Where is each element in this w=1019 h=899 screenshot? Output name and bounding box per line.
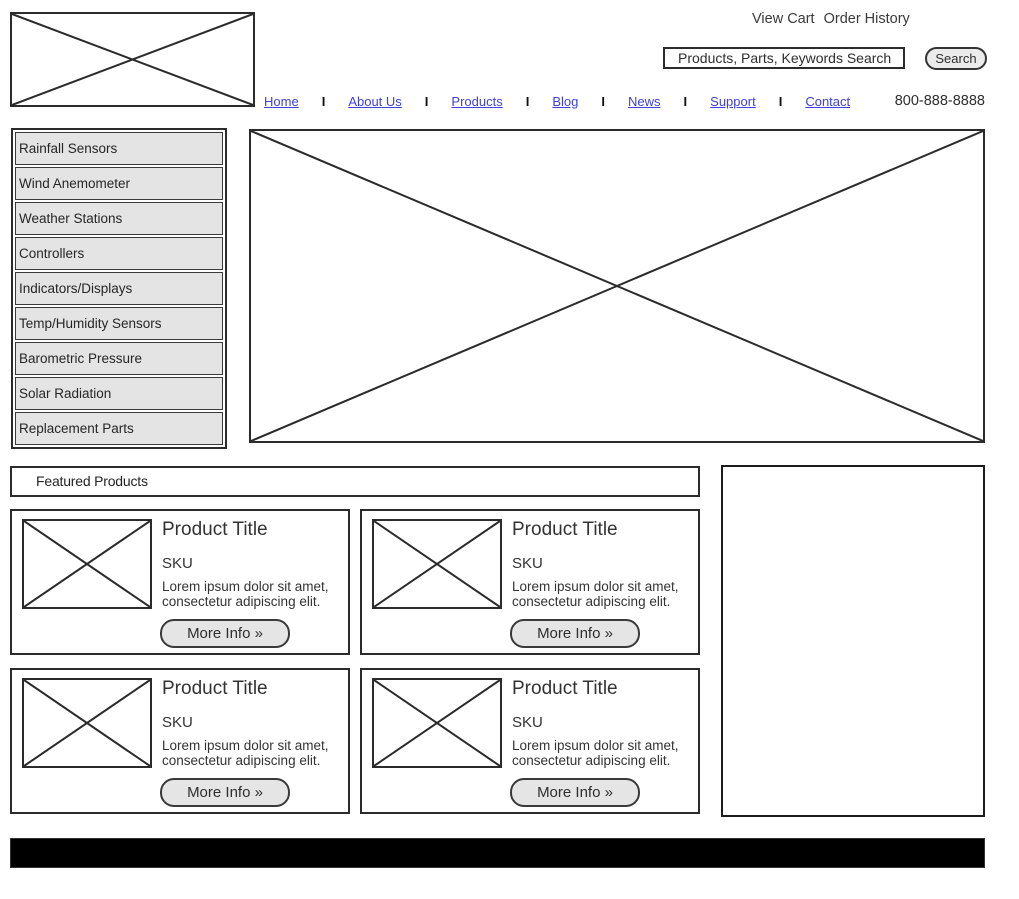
nav-link-products[interactable]: Products [451, 93, 503, 109]
product-title: Product Title [162, 678, 268, 699]
right-sidebar-panel [721, 465, 985, 817]
product-sku: SKU [512, 714, 543, 731]
nav-link-contact[interactable]: Contact [805, 93, 851, 109]
product-title: Product Title [512, 678, 618, 699]
footer-bar [10, 838, 985, 868]
product-title: Product Title [162, 519, 268, 540]
more-info-button[interactable]: More Info » [510, 778, 640, 807]
product-card: Product Title SKU Lorem ipsum dolor sit … [10, 509, 350, 655]
nav-separator: I [424, 93, 429, 109]
product-card: Product Title SKU Lorem ipsum dolor sit … [360, 509, 700, 655]
order-history-link[interactable]: Order History [823, 11, 910, 27]
sidebar-item-replacement-parts[interactable]: Replacement Parts [15, 412, 223, 445]
product-card: Product Title SKU Lorem ipsum dolor sit … [360, 668, 700, 814]
more-info-button[interactable]: More Info » [510, 619, 640, 648]
nav-link-home[interactable]: Home [264, 93, 299, 109]
hero-placeholder-image [249, 129, 985, 443]
product-thumbnail-image[interactable] [22, 519, 152, 609]
placeholder-x-icon [374, 680, 500, 766]
nav-link-blog[interactable]: Blog [552, 93, 579, 109]
product-description: Lorem ipsum dolor sit amet, consectetur … [162, 579, 329, 609]
nav-separator: I [525, 93, 530, 109]
sidebar-item-indicators-displays[interactable]: Indicators/Displays [15, 272, 223, 305]
view-cart-link[interactable]: View Cart [752, 11, 815, 27]
main-nav: Home I About Us I Products I Blog I News I Support… [264, 92, 850, 110]
placeholder-x-icon [374, 521, 500, 607]
placeholder-x-icon [24, 680, 150, 766]
sidebar-item-barometric-pressure[interactable]: Barometric Pressure [15, 342, 223, 375]
utility-links: View Cart Order History [752, 11, 992, 27]
more-info-button[interactable]: More Info » [160, 778, 290, 807]
phone-number: 800-888-8888 [894, 93, 985, 109]
product-thumbnail-image[interactable] [22, 678, 152, 768]
search-button[interactable]: Search [925, 47, 987, 70]
search-input[interactable] [663, 47, 905, 69]
product-title: Product Title [512, 519, 618, 540]
nav-link-about-us[interactable]: About Us [348, 93, 402, 109]
nav-link-support[interactable]: Support [710, 93, 756, 109]
more-info-button[interactable]: More Info » [160, 619, 290, 648]
product-thumbnail-image[interactable] [372, 519, 502, 609]
product-sku: SKU [162, 555, 193, 572]
product-description: Lorem ipsum dolor sit amet, consectetur … [162, 738, 329, 768]
sidebar-item-rainfall-sensors[interactable]: Rainfall Sensors [15, 132, 223, 165]
nav-separator: I [601, 93, 606, 109]
product-grid: Product Title SKU Lorem ipsum dolor sit … [10, 509, 700, 814]
nav-separator: I [321, 93, 326, 109]
sidebar-item-solar-radiation[interactable]: Solar Radiation [15, 377, 223, 410]
placeholder-x-icon [12, 14, 253, 105]
product-sku: SKU [162, 714, 193, 731]
product-description: Lorem ipsum dolor sit amet, consectetur … [512, 738, 679, 768]
sidebar-item-temp-humidity-sensors[interactable]: Temp/Humidity Sensors [15, 307, 223, 340]
featured-products-header: Featured Products [10, 466, 700, 497]
product-card: Product Title SKU Lorem ipsum dolor sit … [10, 668, 350, 814]
product-thumbnail-image[interactable] [372, 678, 502, 768]
nav-link-news[interactable]: News [628, 93, 661, 109]
product-description: Lorem ipsum dolor sit amet, consectetur … [512, 579, 679, 609]
product-sku: SKU [512, 555, 543, 572]
placeholder-x-icon [251, 131, 983, 441]
placeholder-x-icon [24, 521, 150, 607]
nav-separator: I [778, 93, 783, 109]
logo-placeholder-image[interactable] [10, 12, 255, 107]
sidebar-item-controllers[interactable]: Controllers [15, 237, 223, 270]
nav-separator: I [683, 93, 688, 109]
sidebar-item-weather-stations[interactable]: Weather Stations [15, 202, 223, 235]
sidebar-item-wind-anemometer[interactable]: Wind Anemometer [15, 167, 223, 200]
